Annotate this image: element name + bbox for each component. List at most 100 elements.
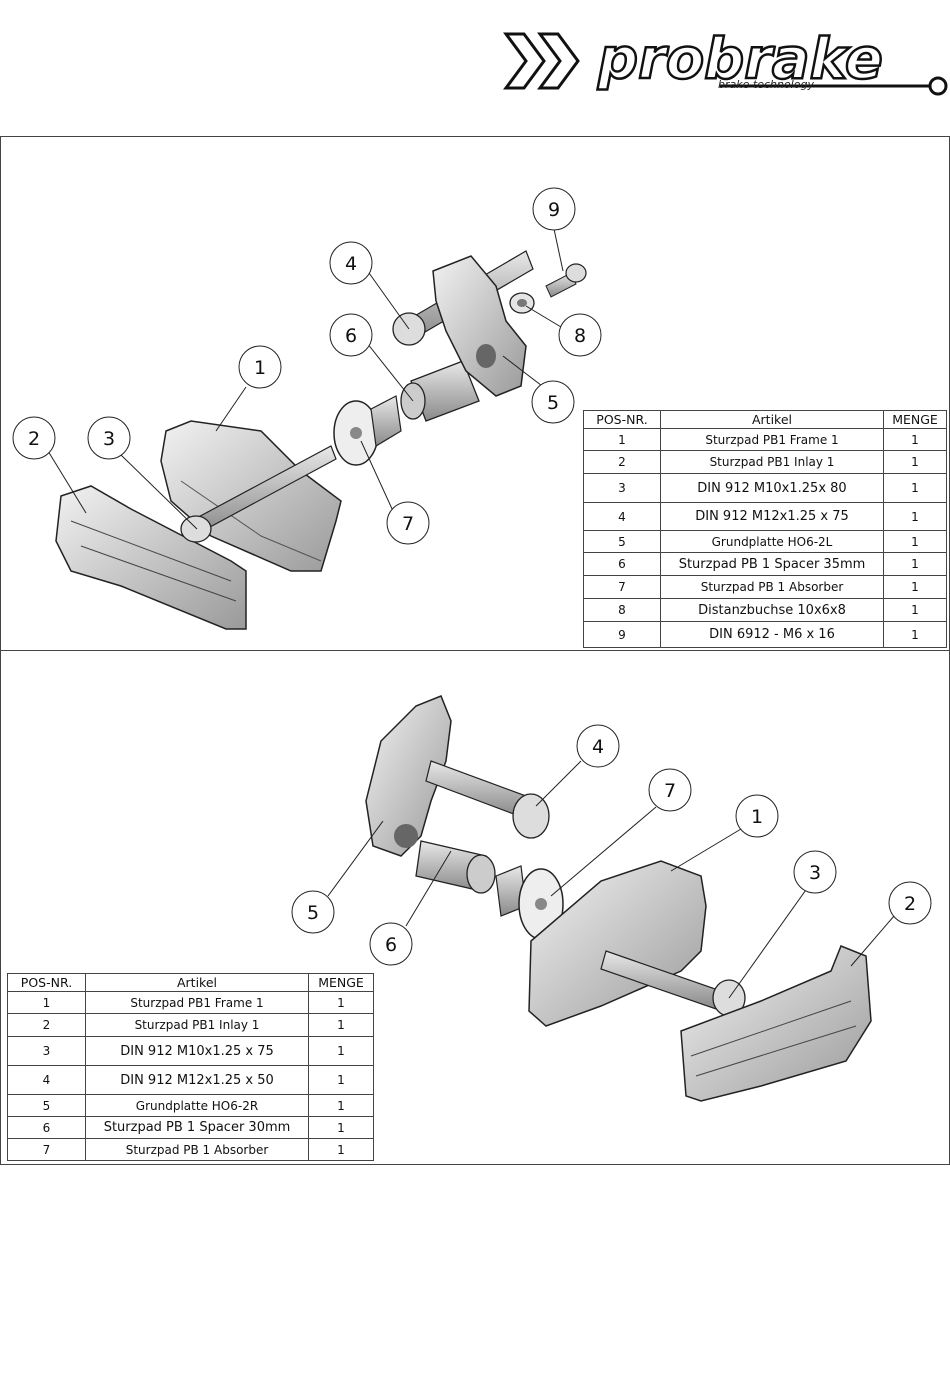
cell-artikel: Sturzpad PB1 Inlay 1 <box>660 450 884 474</box>
cell-pos: 5 <box>7 1094 86 1117</box>
balloon-8: 8 <box>558 313 602 357</box>
balloon-7: 7 <box>386 501 430 545</box>
balloon-5: 5 <box>531 380 575 424</box>
top-balloons: 1 2 3 4 5 6 7 8 9 <box>12 187 602 545</box>
cell-menge: 1 <box>883 552 947 576</box>
cell-menge: 1 <box>308 1013 374 1037</box>
balloon-1: 1 <box>735 794 779 838</box>
cell-pos: 6 <box>583 552 661 576</box>
cell-pos: 3 <box>583 473 661 503</box>
cell-menge: 1 <box>308 991 374 1014</box>
cell-menge: 1 <box>883 473 947 503</box>
cell-artikel: DIN 912 M12x1.25 x 50 <box>85 1065 309 1095</box>
cell-pos: 8 <box>583 598 661 622</box>
balloon-4: 4 <box>329 241 373 285</box>
cell-artikel: Sturzpad PB 1 Absorber <box>660 575 884 599</box>
cell-pos: 9 <box>583 621 661 648</box>
inlay-part <box>680 945 872 1102</box>
col-menge: MENGE <box>308 973 374 992</box>
cell-pos: 4 <box>583 502 661 531</box>
svg-text:3: 3 <box>103 428 115 450</box>
logo-wordmark: probrake <box>597 28 883 92</box>
table-header-row: POS-NR. Artikel MENGE <box>7 973 374 992</box>
cell-artikel: Sturzpad PB 1 Spacer 30mm <box>85 1116 309 1139</box>
col-pos-nr: POS-NR. <box>7 973 86 992</box>
cell-artikel: Sturzpad PB 1 Absorber <box>85 1138 309 1161</box>
svg-text:7: 7 <box>664 780 676 802</box>
absorber-part <box>333 395 402 466</box>
cell-artikel: DIN 912 M10x1.25x 80 <box>660 473 884 503</box>
cell-menge: 1 <box>308 1036 374 1066</box>
cell-pos: 7 <box>7 1138 86 1161</box>
svg-text:4: 4 <box>345 253 357 275</box>
bolt-m10-part <box>180 445 337 543</box>
cell-menge: 1 <box>883 575 947 599</box>
cell-menge: 1 <box>883 450 947 474</box>
svg-text:7: 7 <box>402 513 414 535</box>
cell-menge: 1 <box>883 598 947 622</box>
svg-text:3: 3 <box>809 862 821 884</box>
balloon-7: 7 <box>648 768 692 812</box>
balloon-1: 1 <box>238 345 282 389</box>
svg-text:4: 4 <box>592 736 604 758</box>
svg-text:1: 1 <box>254 357 266 379</box>
cell-pos: 7 <box>583 575 661 599</box>
cell-menge: 1 <box>883 428 947 451</box>
spacer-part <box>415 840 496 894</box>
cell-menge: 1 <box>308 1138 374 1161</box>
cell-pos: 4 <box>7 1065 86 1095</box>
absorber-part <box>495 865 564 940</box>
balloon-3: 3 <box>793 850 837 894</box>
svg-text:5: 5 <box>547 392 559 414</box>
balloon-6: 6 <box>329 313 373 357</box>
balloon-2: 2 <box>12 416 56 460</box>
cell-artikel: Sturzpad PB1 Frame 1 <box>85 991 309 1014</box>
cell-menge: 1 <box>308 1116 374 1139</box>
cell-artikel: Sturzpad PB1 Frame 1 <box>660 428 884 451</box>
balloon-4: 4 <box>576 724 620 768</box>
base-plate-part <box>432 255 527 397</box>
cell-artikel: Grundplatte HO6-2L <box>660 530 884 553</box>
cell-artikel: Sturzpad PB 1 Spacer 35mm <box>660 552 884 576</box>
cell-menge: 1 <box>883 530 947 553</box>
base-plate-part <box>365 695 452 857</box>
cell-pos: 5 <box>583 530 661 553</box>
screw-m6-part <box>545 263 587 298</box>
top-exploded-view: 1 2 3 4 5 6 7 8 9 <box>12 187 602 630</box>
cell-pos: 6 <box>7 1116 86 1139</box>
top-leader-lines <box>47 228 564 530</box>
cell-pos: 1 <box>7 991 86 1014</box>
cell-menge: 1 <box>883 502 947 531</box>
balloon-5: 5 <box>291 890 335 934</box>
bolt-m12-part <box>425 760 550 839</box>
probrake-logo-graphic: probrake <box>503 28 948 96</box>
balloon-6: 6 <box>369 922 413 966</box>
cell-pos: 3 <box>7 1036 86 1066</box>
balloon-9: 9 <box>532 187 576 231</box>
cell-artikel: DIN 912 M10x1.25 x 75 <box>85 1036 309 1066</box>
cell-pos: 2 <box>583 450 661 474</box>
bottom-balloons: 1 2 3 4 5 6 7 <box>291 724 932 966</box>
bushing-part <box>509 292 535 314</box>
top-assembly-panel: 1 2 3 4 5 6 7 8 9 POS-NR. Artikel MENGE … <box>0 136 950 651</box>
cell-artikel: Sturzpad PB1 Inlay 1 <box>85 1013 309 1037</box>
col-menge: MENGE <box>883 410 947 429</box>
svg-text:9: 9 <box>548 199 560 221</box>
inlay-part <box>55 485 247 630</box>
cell-artikel: DIN 6912 - M6 x 16 <box>660 621 884 648</box>
frame-part <box>528 860 707 1027</box>
bottom-exploded-view: 1 2 3 4 5 6 7 <box>291 695 932 1102</box>
svg-text:2: 2 <box>904 893 916 915</box>
